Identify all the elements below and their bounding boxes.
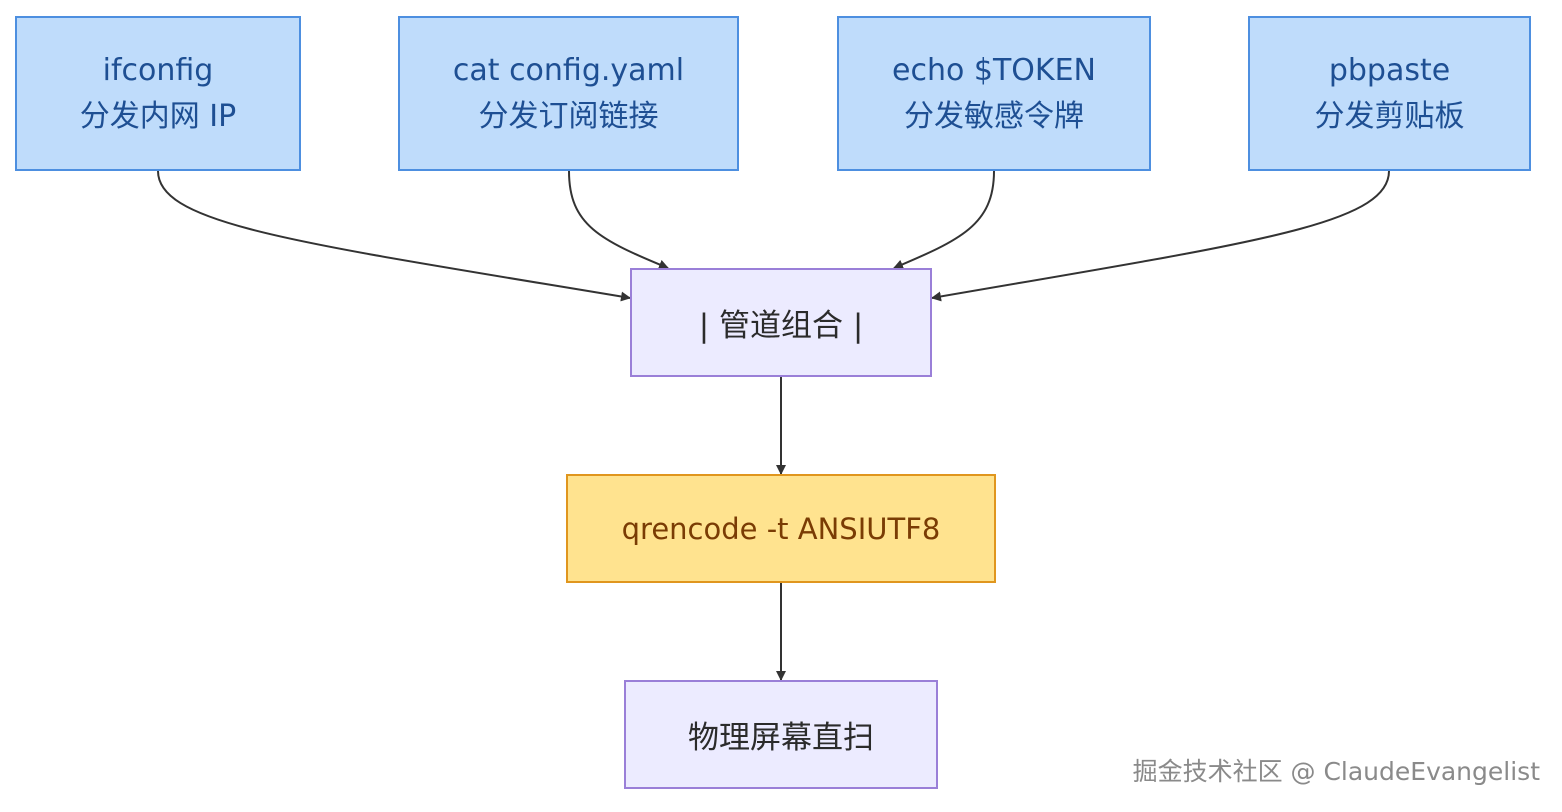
node-pbpaste-desc: 分发剪贴板 <box>1314 98 1465 134</box>
node-cat-config-cmd: cat config.yaml <box>452 52 685 88</box>
node-screen-scan-label: 物理屏幕直扫 <box>688 720 874 756</box>
edge-ifconfig-to-pipe <box>157 170 631 302</box>
node-ifconfig: ifconfig 分发内网 IP <box>15 16 301 171</box>
node-cat-config: cat config.yaml 分发订阅链接 <box>398 16 739 171</box>
edge-catconfig-to-pipe <box>568 170 669 270</box>
watermark: 掘金技术社区 @ ClaudeEvangelist <box>1132 757 1540 786</box>
node-echo-token: echo $TOKEN 分发敏感令牌 <box>837 16 1151 171</box>
node-pbpaste: pbpaste 分发剪贴板 <box>1248 16 1531 171</box>
node-screen-scan: 物理屏幕直扫 <box>624 680 938 789</box>
node-pbpaste-cmd: pbpaste <box>1328 52 1451 88</box>
node-pipe: | 管道组合 | <box>630 268 932 377</box>
node-ifconfig-cmd: ifconfig <box>102 52 214 88</box>
node-pipe-label: | 管道组合 | <box>698 308 864 344</box>
node-echo-token-desc: 分发敏感令牌 <box>904 98 1084 134</box>
node-ifconfig-desc: 分发内网 IP <box>79 98 237 134</box>
node-qrencode-label: qrencode -t ANSIUTF8 <box>621 511 941 546</box>
edge-echotoken-to-pipe <box>893 170 995 270</box>
node-echo-token-cmd: echo $TOKEN <box>892 52 1096 88</box>
edge-pbpaste-to-pipe <box>931 170 1390 302</box>
node-cat-config-desc: 分发订阅链接 <box>478 98 659 134</box>
node-qrencode: qrencode -t ANSIUTF8 <box>566 474 996 583</box>
